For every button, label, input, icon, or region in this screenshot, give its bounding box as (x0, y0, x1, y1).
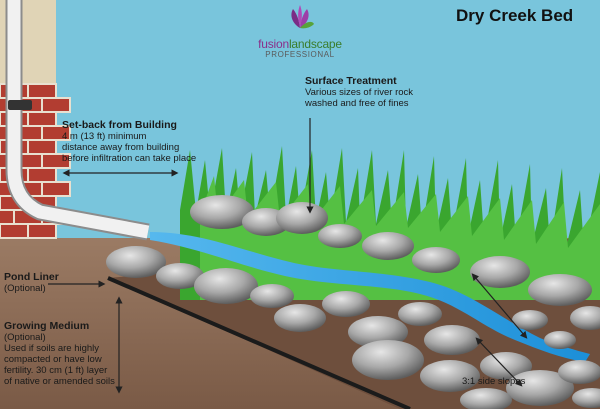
brand-name: fusionlandscape (250, 37, 350, 51)
pond-liner (107, 276, 411, 409)
setback-label: Set-back from Building 4 m (13 ft) minim… (62, 119, 197, 165)
downspout-pipe (5, 0, 150, 241)
growing-medium-line1: (Optional) (4, 332, 46, 343)
brand-logo: fusionlandscape PROFESSIONAL (250, 4, 350, 59)
surface-treatment-line2: washed and free of fines (305, 98, 409, 109)
setback-line3: before infiltration can take place (62, 153, 197, 164)
growing-medium-label: Growing Medium (Optional) Used if soils … (4, 320, 115, 388)
brand-subtitle: PROFESSIONAL (265, 50, 335, 59)
setback-heading: Set-back from Building (62, 119, 177, 131)
growing-medium-line5: of native or amended soils (4, 376, 115, 387)
growing-medium-heading: Growing Medium (4, 320, 90, 332)
flower-leaf-icon (291, 5, 314, 29)
rocks-back (190, 195, 600, 330)
side-slope-arrow-a (471, 273, 528, 339)
surface-treatment-line1: Various sizes of river rock (305, 87, 414, 98)
pond-liner-heading: Pond Liner (4, 271, 59, 283)
pond-liner-label: Pond Liner (Optional) (4, 271, 59, 295)
pond-liner-line1: (Optional) (4, 283, 46, 294)
side-slopes-label: 3:1 side slopes (462, 376, 526, 387)
water-channel (150, 232, 590, 362)
setback-line1: 4 m (13 ft) minimum (62, 131, 147, 142)
surface-treatment-label: Surface Treatment Various sizes of river… (305, 75, 414, 110)
rocks-front (106, 246, 600, 409)
growing-medium-line2: Used if soils are highly (4, 343, 100, 354)
growing-medium-line3: compacted or have low (4, 354, 102, 365)
brand-name-part1: fusion (258, 37, 289, 51)
side-slope-arrow-b (475, 337, 523, 387)
diagram-title: Dry Creek Bed (456, 6, 574, 25)
growing-medium-line4: fertility. 30 cm (1 ft) layer (4, 365, 108, 376)
setback-line2: distance away from building (62, 142, 180, 153)
surface-treatment-heading: Surface Treatment (305, 75, 397, 87)
brand-name-part2: landscape (288, 37, 342, 51)
